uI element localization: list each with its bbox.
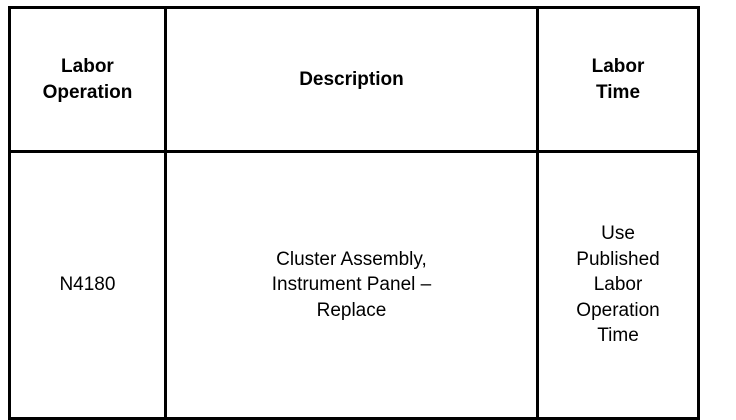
- labor-operation-table: Labor Operation Description Labor Time N…: [8, 6, 700, 420]
- cell-description-line-1: Cluster Assembly,: [276, 248, 427, 270]
- cell-description: Cluster Assembly, Instrument Panel – Rep…: [163, 150, 540, 420]
- table-row: N4180 Cluster Assembly, Instrument Panel…: [8, 150, 700, 420]
- cell-description-line-2: Instrument Panel –: [271, 274, 432, 296]
- document-page: Labor Operation Description Labor Time N…: [8, 6, 700, 420]
- cell-labor-time: Use Published Labor Operation Time: [536, 150, 700, 420]
- header-description-line-1: Description: [299, 68, 404, 90]
- cell-labor-time-line-2: Published: [576, 248, 660, 270]
- cell-labor-time-line-4: Operation: [576, 299, 660, 321]
- header-labor-time-line-1: Labor: [591, 55, 645, 77]
- header-description: Description: [163, 6, 540, 153]
- table-header-row: Labor Operation Description Labor Time: [8, 6, 700, 153]
- header-labor-time: Labor Time: [536, 6, 700, 153]
- header-labor-operation: Labor Operation: [8, 6, 167, 153]
- header-labor-operation-line-1: Labor: [61, 55, 114, 77]
- header-labor-operation-line-2: Operation: [42, 81, 133, 103]
- cell-labor-operation-code: N4180: [8, 150, 167, 420]
- cell-description-line-3: Replace: [316, 299, 387, 321]
- header-labor-time-line-2: Time: [596, 81, 641, 103]
- cell-labor-time-line-5: Time: [597, 325, 639, 347]
- cell-labor-time-line-3: Labor: [593, 274, 643, 296]
- cell-labor-operation-code-line-1: N4180: [59, 274, 116, 296]
- cell-labor-time-line-1: Use: [601, 222, 635, 244]
